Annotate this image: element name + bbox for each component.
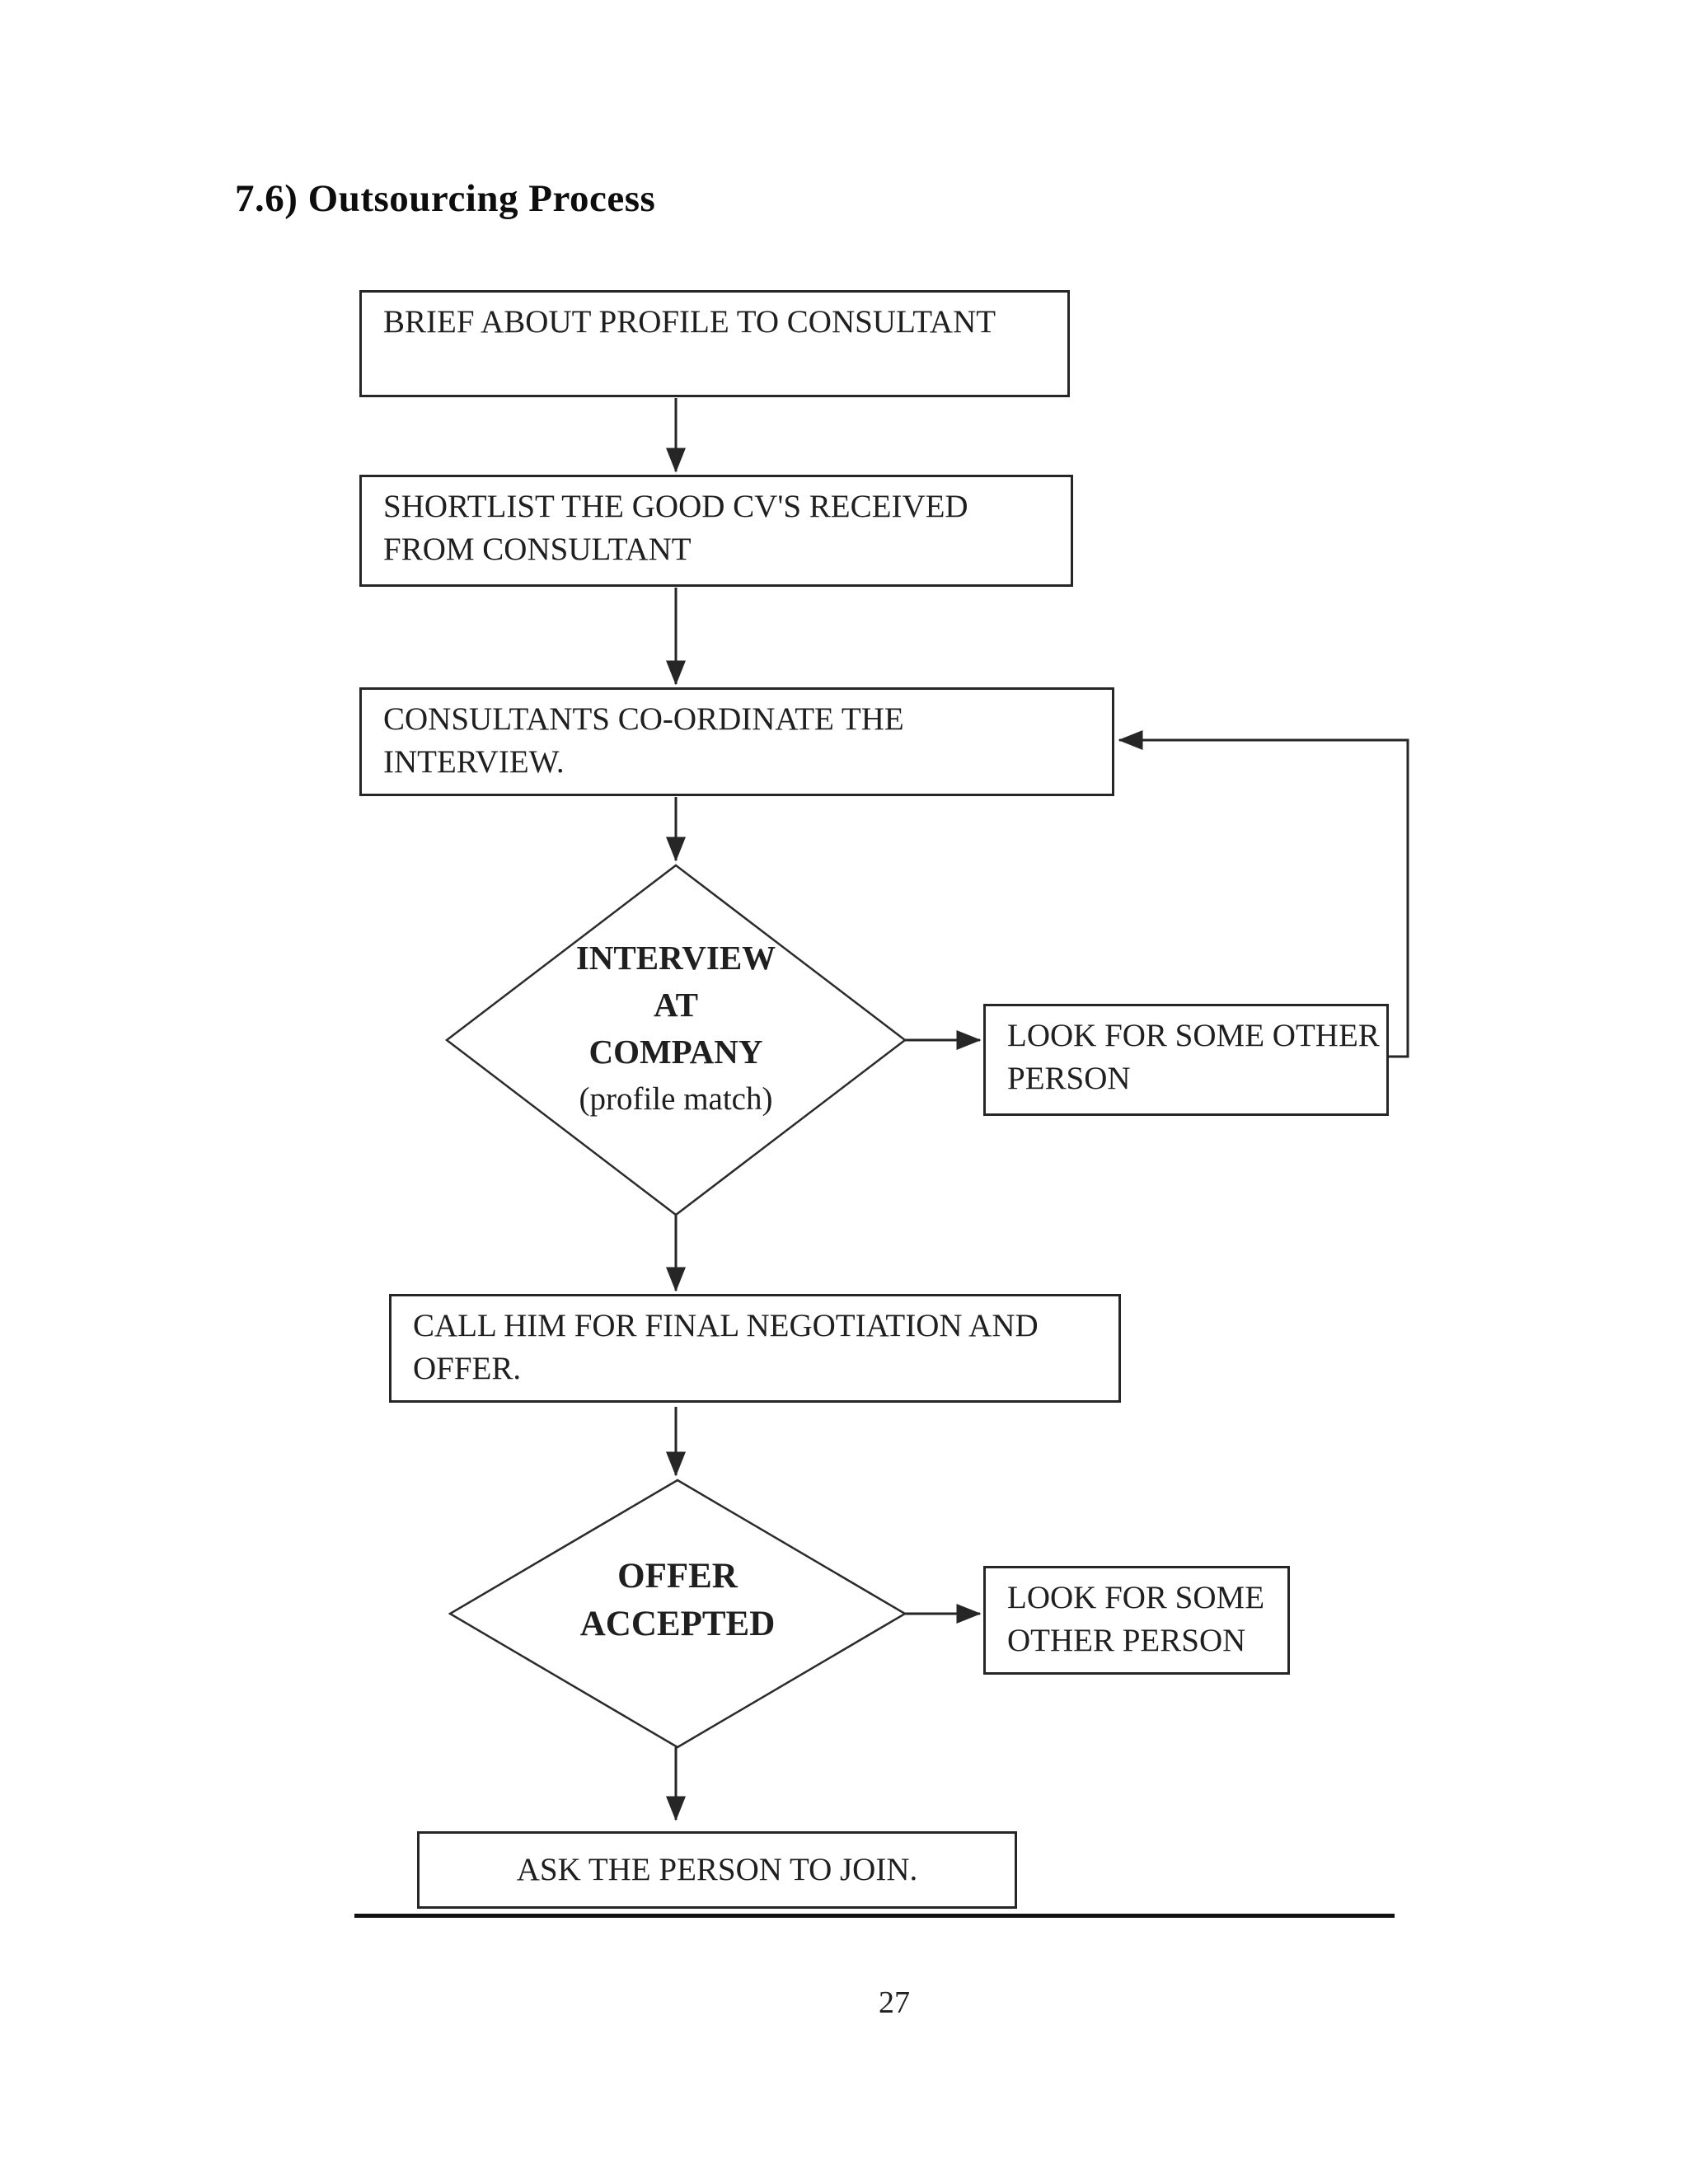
node-ask-person-join: ASK THE PERSON TO JOIN. (417, 1831, 1017, 1909)
footer-rule (354, 1914, 1395, 1918)
node-call-final-negotiation: CALL HIM FOR FINAL NEGOTIATION AND OFFER… (389, 1294, 1121, 1403)
node-text-line: OFFER. (413, 1351, 522, 1386)
node-text-line: PERSON (1007, 1061, 1131, 1096)
node-text-line: CALL HIM FOR FINAL NEGOTIATION AND (413, 1308, 1039, 1343)
decision-diamond-offer (448, 1479, 907, 1749)
node-text-line: LOOK FOR SOME OTHER (1007, 1018, 1380, 1053)
node-text-line: INTERVIEW. (383, 744, 565, 780)
node-look-other-person-1: LOOK FOR SOME OTHER PERSON (983, 1004, 1389, 1116)
node-text-line: SHORTLIST THE GOOD CV'S RECEIVED (383, 489, 968, 524)
node-text-line: OTHER PERSON (1007, 1623, 1246, 1658)
node-text-line: LOOK FOR SOME (1007, 1580, 1265, 1615)
node-shortlist-cvs: SHORTLIST THE GOOD CV'S RECEIVED FROM CO… (359, 475, 1073, 587)
feedback-look1-to-coordinate (1118, 730, 1409, 1058)
node-text-line: ASK THE PERSON TO JOIN. (516, 1852, 918, 1887)
node-text-line: FROM CONSULTANT (383, 532, 692, 567)
node-brief-profile: BRIEF ABOUT PROFILE TO CONSULTANT (359, 290, 1070, 397)
node-consultants-coordinate: CONSULTANTS CO-ORDINATE THE INTERVIEW. (359, 687, 1114, 796)
decision-diamond-interview (444, 864, 907, 1216)
page-title: 7.6) Outsourcing Process (235, 177, 656, 220)
node-text-line: CONSULTANTS CO-ORDINATE THE (383, 701, 904, 737)
node-look-other-person-2: LOOK FOR SOME OTHER PERSON (983, 1566, 1290, 1675)
node-text-line: BRIEF ABOUT PROFILE TO CONSULTANT (383, 304, 996, 340)
page-number: 27 (879, 1985, 910, 2020)
